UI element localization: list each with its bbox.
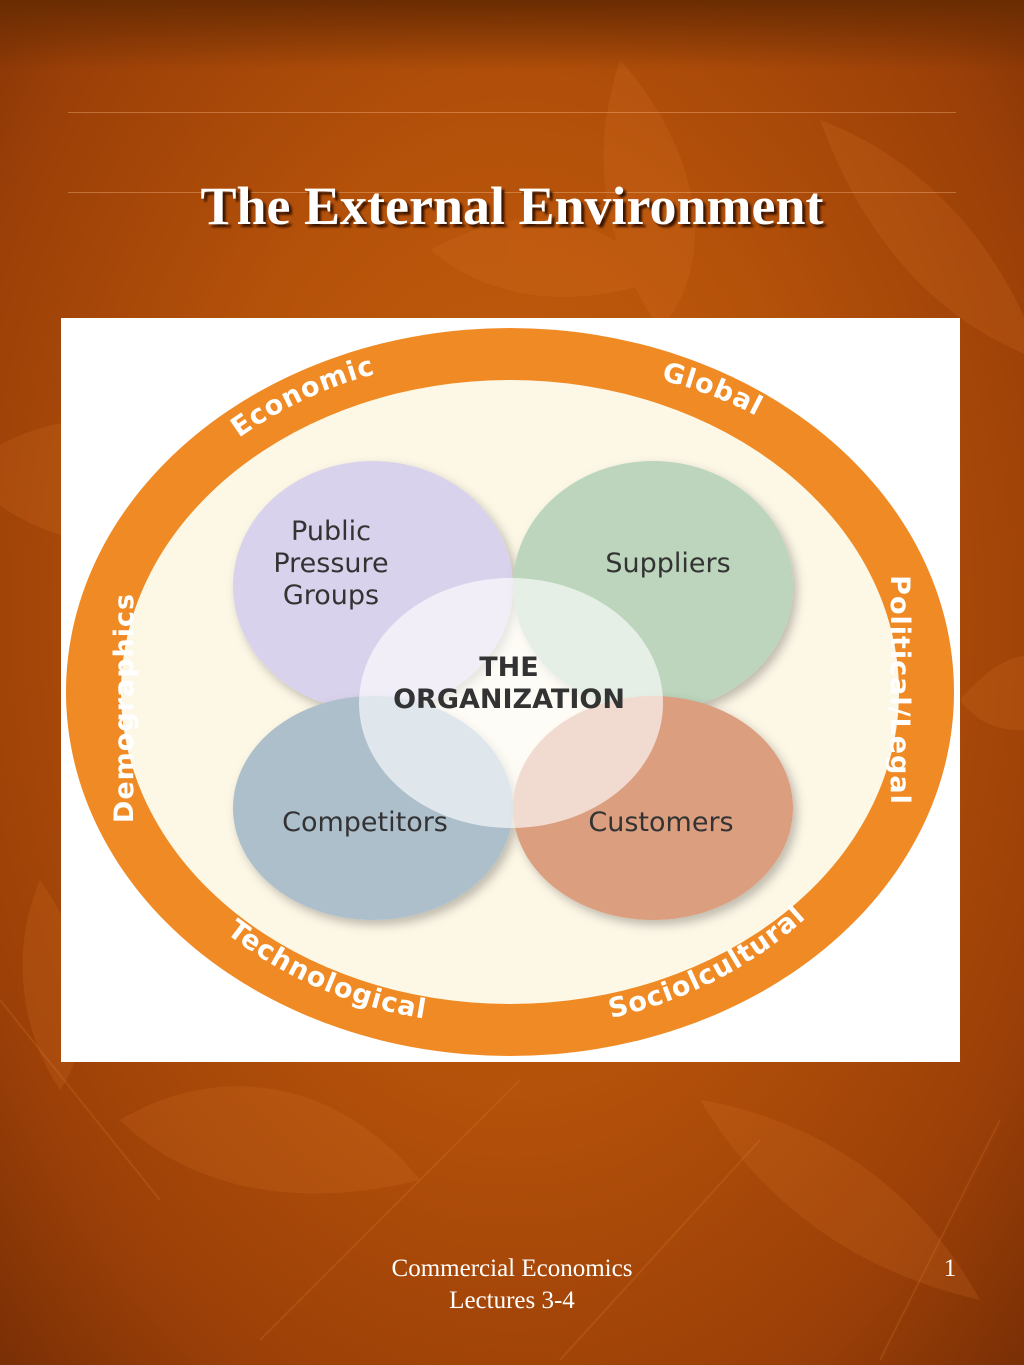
customers-label: Customers (588, 807, 733, 838)
public-pressure-label-line2: Pressure (273, 548, 388, 579)
header-rule-bottom (68, 192, 956, 193)
public-pressure-label-line1: Public (291, 516, 371, 547)
suppliers-label: Suppliers (605, 548, 730, 579)
external-environment-diagram: Public Pressure Groups Suppliers Competi… (66, 328, 954, 1056)
organization-circle (359, 578, 663, 828)
public-pressure-label-line3: Groups (283, 580, 379, 611)
footer-course-name: Commercial Economics (391, 1255, 633, 1282)
slide-page-number: 1 (943, 1255, 957, 1282)
ring-label-political-legal: Political/Legal (884, 575, 915, 805)
organization-label-line2: ORGANIZATION (393, 684, 625, 715)
header-rule-top (68, 112, 956, 113)
organization-label-line1: THE (479, 652, 538, 683)
diagram-panel: Public Pressure Groups Suppliers Competi… (61, 318, 960, 1062)
competitors-label: Competitors (282, 807, 448, 838)
top-shade-band (0, 0, 1024, 70)
footer-course-text: Commercial Economics Lectures 3-4 (312, 1253, 712, 1317)
slide-title: The External Environment (200, 176, 824, 236)
footer-lecture-range: Lectures 3-4 (449, 1287, 575, 1314)
ring-label-demographics: Demographics (109, 593, 140, 823)
